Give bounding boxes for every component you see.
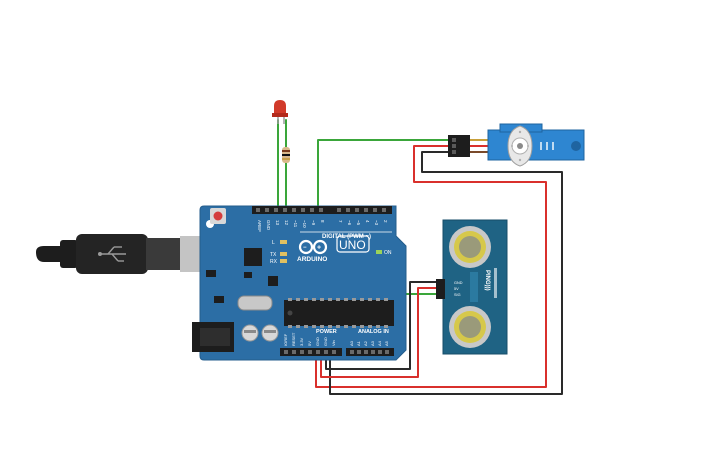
atmega-chip — [284, 300, 394, 326]
sensor-pin-label: 5V — [454, 287, 459, 291]
resistor[interactable] — [282, 147, 290, 163]
arduino-board[interactable]: AREF GND 13 12 ~11 ~10 ~9 8 7 ~6 ~5 4 ~3… — [192, 205, 407, 361]
sensor-transducer-top — [449, 226, 491, 268]
capacitors — [241, 324, 279, 342]
power-pin-label: GND — [323, 337, 328, 346]
analog-header-label: ANALOG IN — [358, 329, 389, 335]
sensor-model-label: PING))) — [484, 270, 490, 291]
usb-chip — [244, 248, 262, 266]
arduino-infinity-logo-icon — [298, 239, 328, 255]
digital-pin-label: ~10 — [302, 220, 307, 228]
brand-label: ARDUINO — [297, 256, 327, 263]
analog-pin-label: A4 — [377, 340, 382, 346]
digital-pin-label: 13 — [275, 220, 280, 226]
svg-text:+: + — [317, 245, 321, 252]
gnd-pin-label: GND — [266, 220, 271, 231]
digital-pin-label: 2 — [383, 220, 388, 223]
wire-sensor-power[interactable] — [320, 287, 441, 378]
model-label: UNO — [339, 238, 366, 252]
wire-servo-ground[interactable] — [329, 151, 563, 395]
power-pin-label: IOREF — [283, 333, 288, 346]
digital-pin-label: 8 — [320, 220, 325, 223]
rx-led-label: RX — [270, 259, 278, 265]
aref-pin-label: AREF — [257, 220, 262, 232]
analog-pin-label: A2 — [363, 340, 368, 346]
power-pin-label: 3.3V — [299, 337, 304, 346]
sensor-pin-header — [436, 279, 445, 299]
analog-header — [346, 348, 394, 356]
sensor-pin-label: GND — [454, 281, 463, 285]
wire-servo-signal[interactable] — [317, 139, 449, 209]
digital-header-label: DIGITAL (PWM ~) — [322, 234, 371, 240]
digital-pin-label: ~9 — [311, 220, 316, 226]
red-led[interactable] — [272, 100, 288, 124]
power-header-label: POWER — [316, 329, 337, 335]
digital-pin-label: ~11 — [293, 220, 298, 228]
servo-horn[interactable] — [507, 125, 533, 167]
power-pin-label: GND — [315, 337, 320, 346]
digital-pin-label: 12 — [284, 220, 289, 226]
analog-pin-label: A3 — [370, 340, 375, 346]
analog-pin-label: A0 — [349, 340, 354, 346]
sensor-transducer-bottom — [449, 306, 491, 348]
digital-pin-label: ~3 — [374, 220, 379, 226]
digital-pin-label: 7 — [338, 220, 343, 223]
analog-pin-label: A1 — [356, 340, 361, 346]
ultrasonic-sensor[interactable]: PING))) GND 5V SIG — [436, 219, 508, 355]
svg-text:−: − — [303, 245, 307, 251]
digital-pin-label: ~5 — [356, 220, 361, 226]
power-pin-label: RESET — [291, 332, 296, 346]
wire-servo-power[interactable] — [315, 145, 547, 388]
on-led-label: ON — [384, 250, 392, 256]
wire-sensor-ground[interactable] — [325, 281, 441, 370]
power-pin-label: 5V — [307, 341, 312, 346]
servo-motor[interactable] — [448, 123, 585, 167]
digital-pin-label: 4 — [365, 220, 370, 223]
power-pin-label: Vin — [331, 340, 336, 346]
analog-pin-label: A5 — [384, 340, 389, 346]
l-led-label: L — [272, 240, 275, 246]
sensor-pin-label: SIG — [454, 293, 461, 297]
servo-connector — [448, 135, 470, 157]
digital-pin-label: ~6 — [347, 220, 352, 226]
tx-led-label: TX — [270, 252, 277, 258]
crystal — [237, 295, 273, 311]
